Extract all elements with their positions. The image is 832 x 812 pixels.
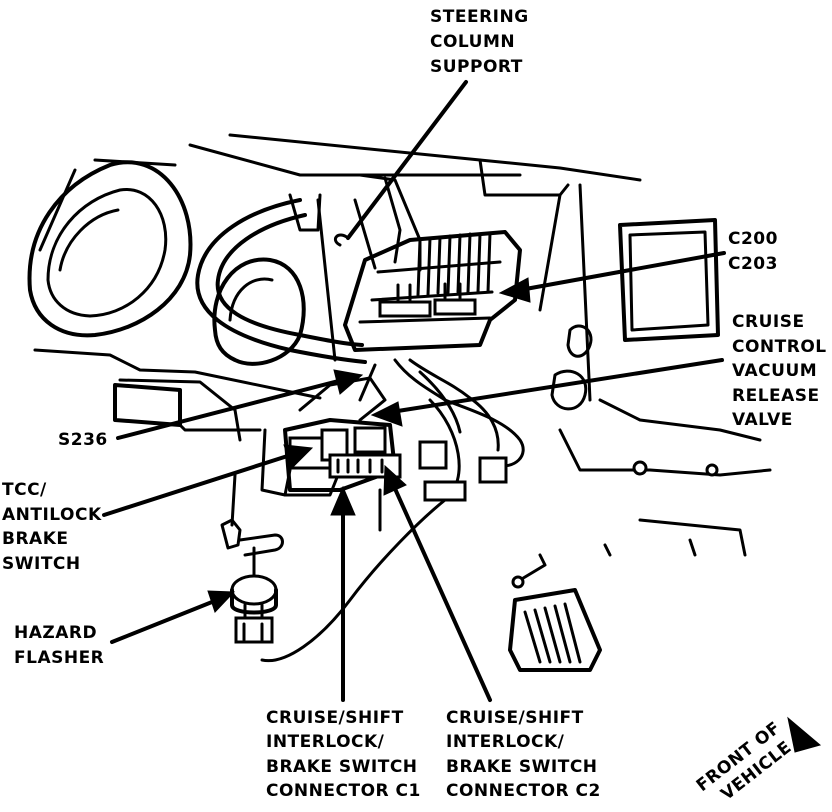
label-line: RELEASE [732, 386, 820, 406]
label-line: STEERING [430, 7, 529, 27]
label-line: C200 [728, 229, 778, 249]
dash-upper-panel [188, 133, 642, 402]
label-line: CRUISE/SHIFT [266, 708, 404, 728]
label-line: ANTILOCK [2, 505, 102, 525]
brake-switch-assembly [230, 376, 508, 532]
label-line: BRAKE SWITCH [266, 757, 418, 777]
label-line: CONTROL [732, 337, 827, 357]
front-of-vehicle-arrow-icon [787, 716, 822, 753]
s236-arrowhead [333, 369, 364, 395]
leader-arrows [102, 80, 822, 753]
label-line: CRUISE [732, 312, 805, 332]
label-cruise-vacuum-release-valve: CRUISE CONTROL VACUUM RELEASE VALVE [732, 312, 827, 430]
label-line: COLUMN [430, 32, 515, 52]
dash-structure-art [27, 133, 772, 672]
label-hazard-flasher: HAZARD FLASHER [14, 623, 104, 668]
label-line: FLASHER [14, 648, 104, 668]
left-round-housing [27, 158, 193, 338]
label-connector-c2: CRUISE/SHIFT INTERLOCK/ BRAKE SWITCH CON… [446, 708, 601, 801]
label-front-of-vehicle: FRONT OF VEHICLE [693, 718, 796, 805]
label-line: HAZARD [14, 623, 97, 643]
label-line: BRAKE SWITCH [446, 757, 598, 777]
label-line: TCC/ [2, 480, 47, 500]
label-line: C203 [728, 254, 778, 274]
hazard-flasher-part [220, 518, 284, 644]
right-side-panel [550, 218, 772, 557]
tcc-switch-leader [102, 450, 302, 517]
heater-duct-tube [195, 198, 367, 364]
label-line: VACUUM [732, 361, 817, 381]
connector-c2-leader [390, 480, 492, 702]
c200-c203-arrowhead [498, 277, 531, 303]
label-line: BRAKE [2, 529, 69, 549]
label-line: SUPPORT [430, 57, 523, 77]
vacuum-valve-arrowhead [370, 401, 403, 427]
label-line: INTERLOCK/ [446, 732, 565, 752]
label-steering-column-support: STEERING COLUMN SUPPORT [430, 7, 529, 77]
label-line: CRUISE/SHIFT [446, 708, 584, 728]
label-connector-c1: CRUISE/SHIFT INTERLOCK/ BRAKE SWITCH CON… [266, 708, 421, 801]
accelerator-pedal [508, 553, 602, 672]
c200-c203-leader [518, 251, 726, 292]
connector-c2-arrowhead [383, 464, 407, 496]
connector-c1-arrowhead [330, 485, 356, 516]
c200-c203-connector-block [343, 230, 522, 352]
steering-column-support-leader [346, 80, 468, 240]
hazard-flasher-arrowhead [207, 590, 236, 613]
label-line: VALVE [732, 410, 793, 430]
label-line: SWITCH [2, 554, 81, 574]
label-tcc-antilock-brake-switch: TCC/ ANTILOCK BRAKE SWITCH [2, 480, 102, 574]
left-support-bracket [33, 348, 322, 442]
label-s236: S236 [58, 430, 108, 450]
label-line: CONNECTOR C1 [266, 781, 421, 801]
label-c200-c203: C200 C203 [728, 229, 778, 274]
label-line: CONNECTOR C2 [446, 781, 601, 801]
label-line: S236 [58, 430, 108, 450]
s236-leader [116, 376, 352, 440]
hazard-flasher-leader [110, 596, 224, 644]
label-line: INTERLOCK/ [266, 732, 385, 752]
vacuum-valve-leader [383, 358, 724, 415]
tcc-switch-arrowhead [283, 444, 314, 469]
